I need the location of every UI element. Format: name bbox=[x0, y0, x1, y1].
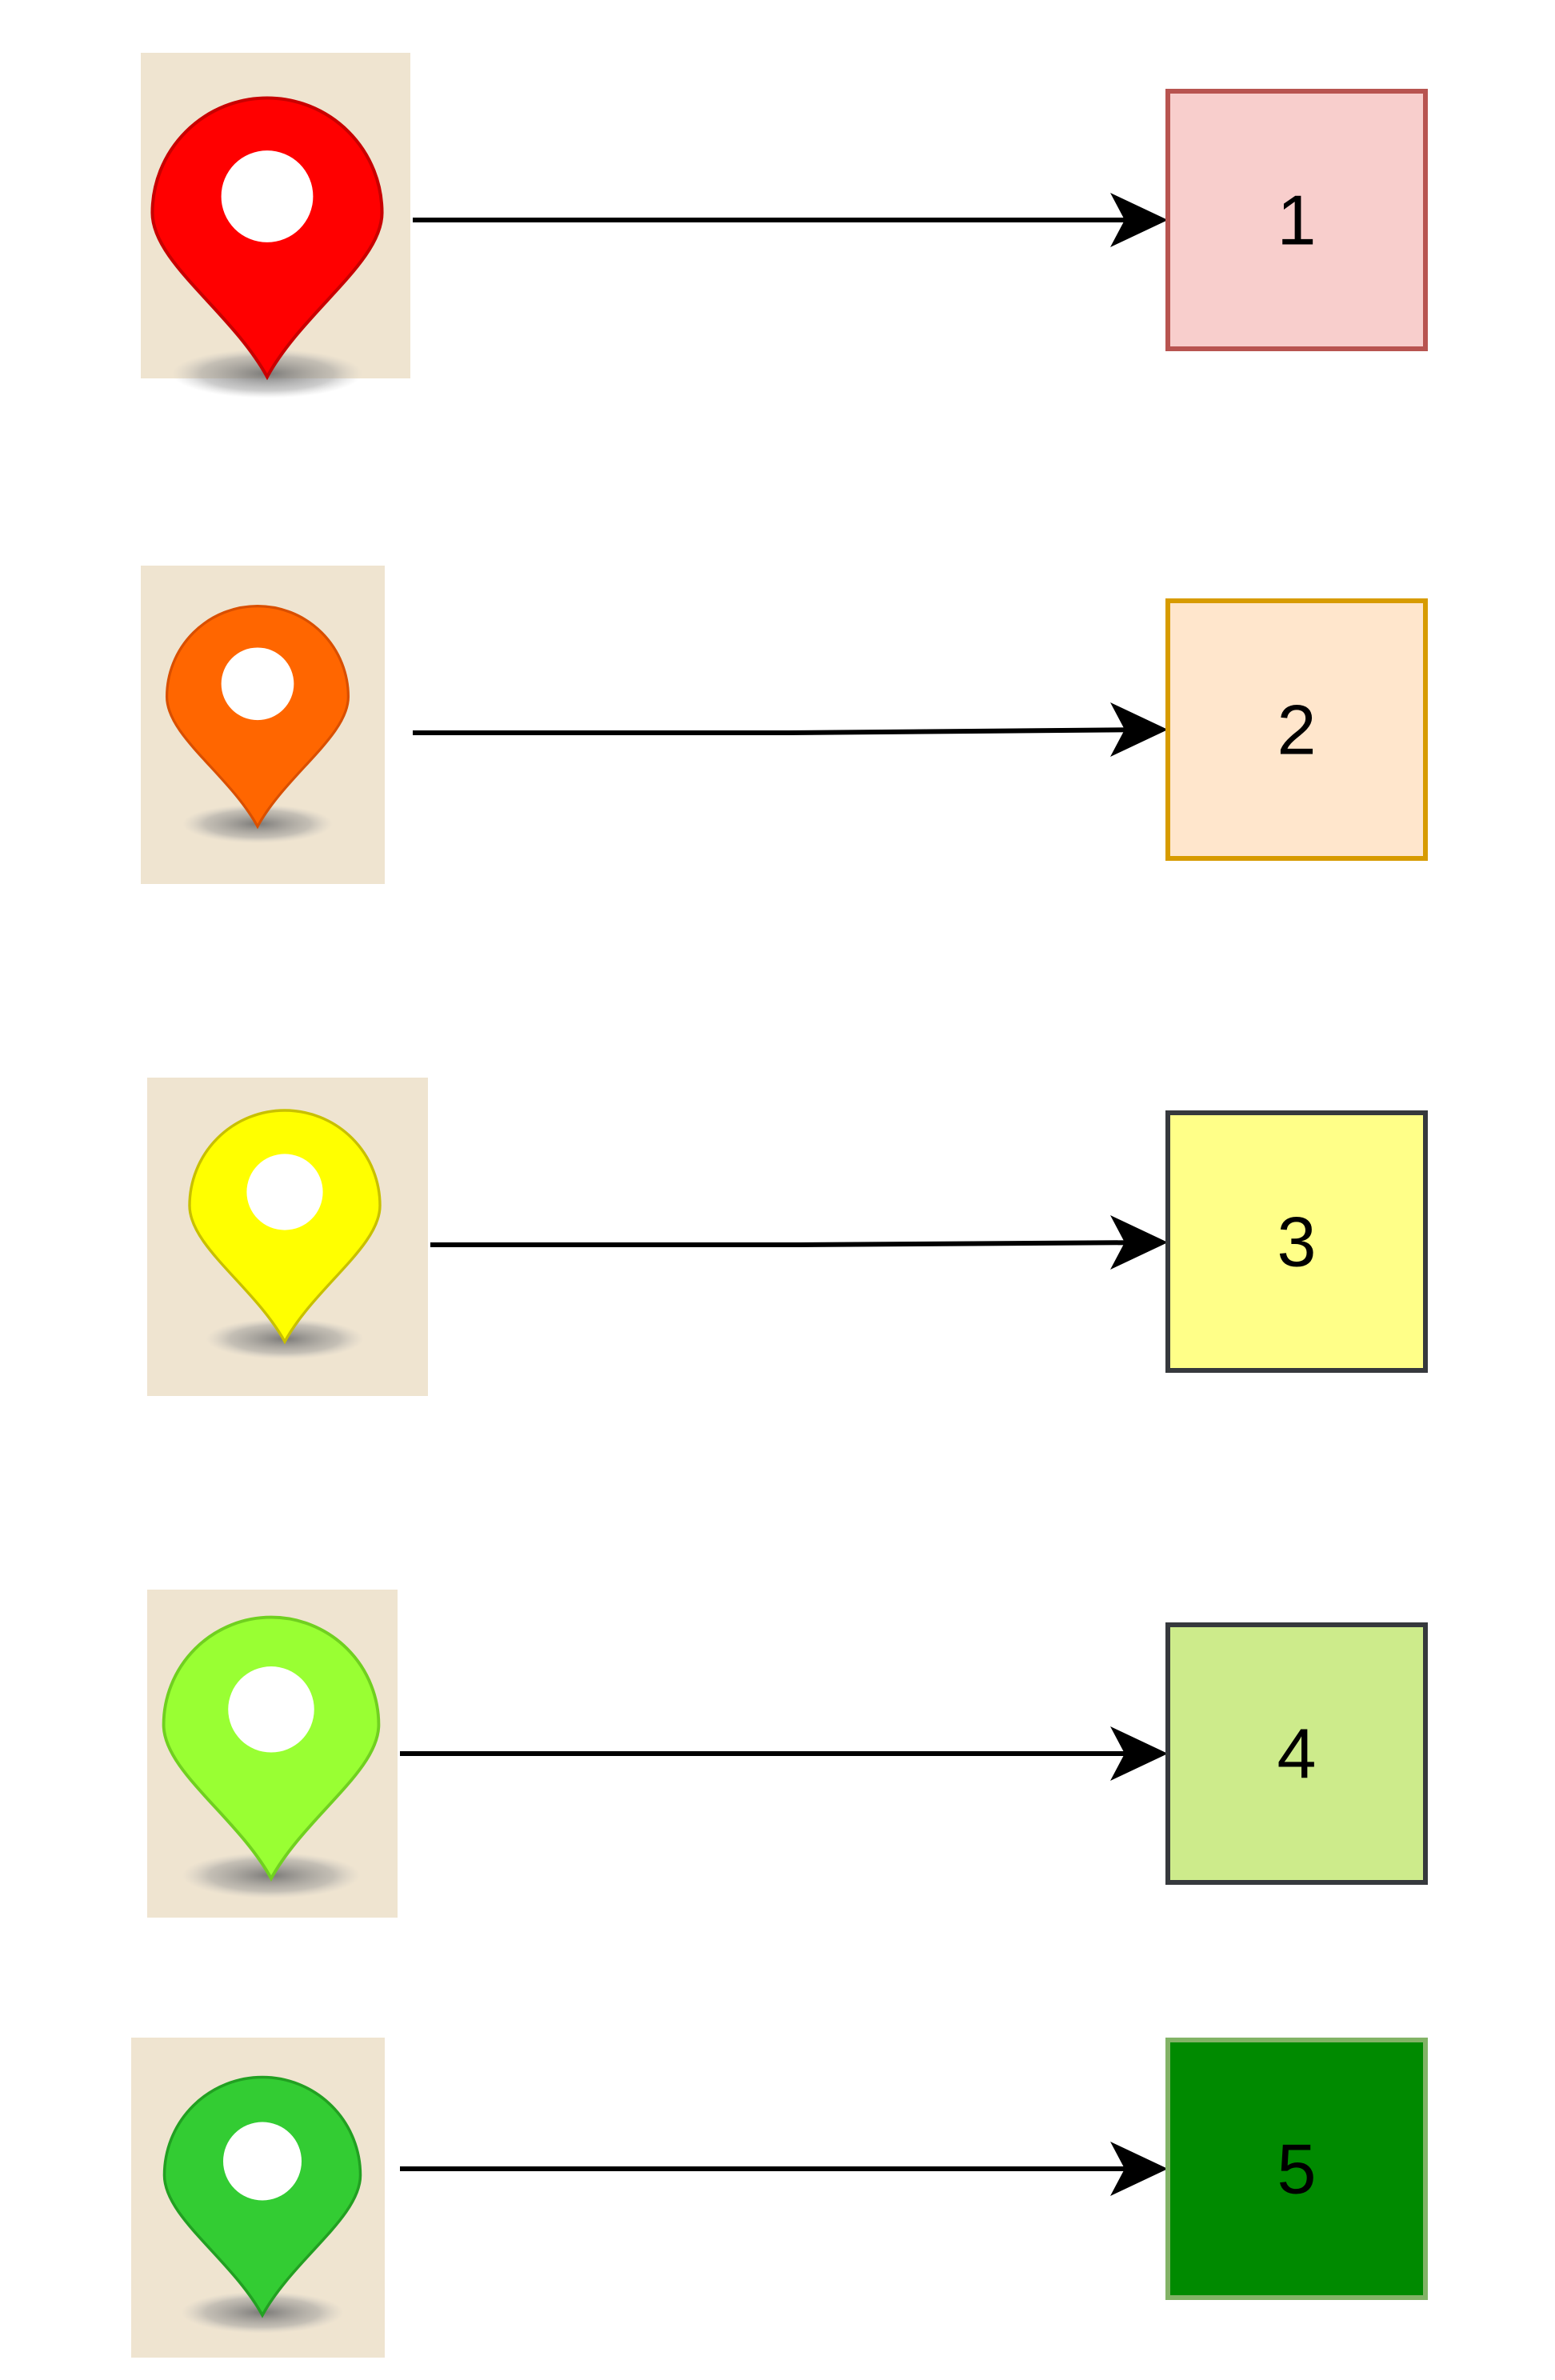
map-pin-icon bbox=[188, 1109, 382, 1360]
pin-tile-3 bbox=[147, 1078, 428, 1396]
map-pin-icon bbox=[165, 605, 350, 844]
pin-tile-1 bbox=[141, 53, 410, 398]
row-5: 5 bbox=[131, 2038, 1428, 2358]
arrowhead-1 bbox=[1110, 193, 1168, 247]
pin-tile-4 bbox=[147, 1590, 398, 1918]
number-box-2 bbox=[1165, 598, 1428, 861]
row-1: 1 bbox=[141, 53, 1428, 398]
map-pin-icon bbox=[150, 96, 384, 398]
number-box-4 bbox=[1165, 1622, 1428, 1885]
arrow-3 bbox=[430, 1240, 1156, 1247]
number-label-2: 2 bbox=[1277, 690, 1317, 770]
number-label-4: 4 bbox=[1277, 1714, 1317, 1794]
number-box-1 bbox=[1165, 89, 1428, 351]
row-2: 2 bbox=[141, 566, 1428, 884]
arrowhead-5 bbox=[1110, 2142, 1168, 2196]
number-label-1: 1 bbox=[1277, 181, 1317, 260]
arrowhead-3 bbox=[1110, 1215, 1168, 1270]
map-pin-icon bbox=[162, 1615, 381, 1898]
row-3: 3 bbox=[147, 1078, 1428, 1396]
map-pin-icon bbox=[162, 2075, 362, 2334]
arrowhead-4 bbox=[1110, 1726, 1168, 1781]
row-4: 4 bbox=[147, 1590, 1428, 1918]
pin-tile-2 bbox=[141, 566, 385, 884]
arrow-2 bbox=[413, 727, 1156, 735]
number-label-5: 5 bbox=[1277, 2130, 1317, 2209]
number-box-3 bbox=[1165, 1110, 1428, 1373]
arrowhead-2 bbox=[1110, 702, 1168, 757]
number-box-5 bbox=[1165, 2038, 1428, 2300]
number-label-3: 3 bbox=[1277, 1202, 1317, 1282]
pin-tile-5 bbox=[131, 2038, 385, 2358]
